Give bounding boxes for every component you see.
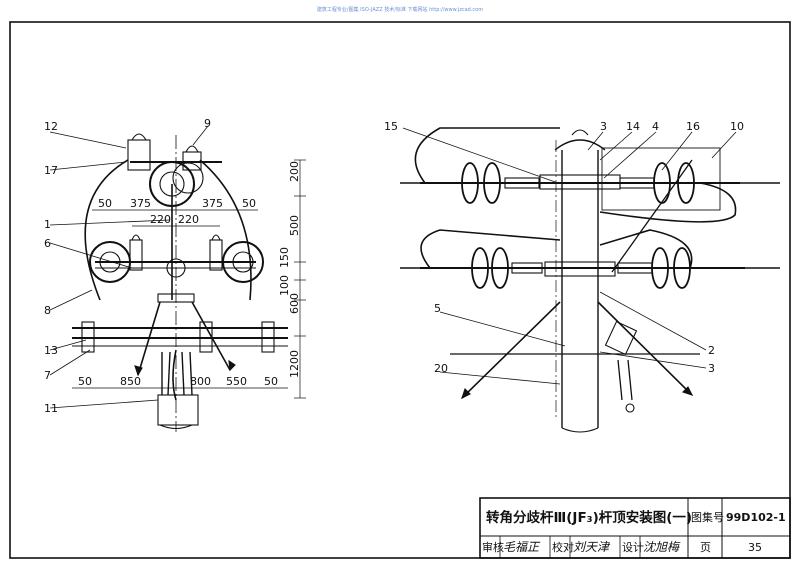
dim-600: 600	[288, 293, 301, 314]
callout-3-top: 3	[600, 120, 607, 133]
watermark-text: 建筑工程专业/图集 ISO-JAZZ 技术/标准 下载网站 http://www…	[317, 6, 483, 13]
left-elevation-view	[49, 125, 306, 432]
callout-13: 13	[44, 344, 58, 357]
callout-20: 20	[434, 362, 448, 375]
callout-10: 10	[730, 120, 744, 133]
dim-50-c: 50	[78, 375, 92, 388]
dim-850: 850	[120, 375, 141, 388]
check-signature: 刘天津	[573, 540, 611, 554]
callout-2: 2	[708, 344, 715, 357]
dim-50-a: 50	[98, 197, 112, 210]
callout-7: 7	[44, 369, 51, 382]
callout-4: 4	[652, 120, 659, 133]
dim-1200: 1200	[288, 350, 301, 378]
callout-16: 16	[686, 120, 700, 133]
design-label: 设计	[622, 541, 644, 554]
design-signature: 沈旭梅	[643, 540, 681, 554]
right-elevation-view	[400, 127, 780, 433]
callout-5: 5	[434, 302, 441, 315]
dim-50-b: 50	[242, 197, 256, 210]
dim-375-b: 375	[202, 197, 223, 210]
callout-9: 9	[204, 117, 211, 130]
drawing-title: 转角分歧杆Ⅲ(JF₃)杆顶安装图(一)	[486, 509, 692, 526]
page-label: 页	[700, 541, 711, 554]
callout-6: 6	[44, 237, 51, 250]
callout-15: 15	[384, 120, 398, 133]
callout-1: 1	[44, 218, 51, 231]
title-block-text: 转角分歧杆Ⅲ(JF₃)杆顶安装图(一) 图集号 99D102-1 审核 毛福正 …	[482, 509, 786, 554]
dim-100: 100	[278, 275, 291, 296]
atlas-label: 图集号	[691, 510, 724, 524]
atlas-number: 99D102-1	[726, 511, 786, 524]
left-callouts: 12 17 1 6 8 13 7 11 9	[44, 117, 211, 415]
dim-220-a: 220	[150, 213, 171, 226]
dim-500: 500	[288, 215, 301, 236]
dim-200: 200	[288, 161, 301, 182]
callout-3-side: 3	[708, 362, 715, 375]
dim-800: 800	[190, 375, 211, 388]
title-block	[479, 497, 791, 559]
dim-550: 550	[226, 375, 247, 388]
sheet-border	[9, 21, 791, 559]
dim-220-b: 220	[178, 213, 199, 226]
callout-14: 14	[626, 120, 640, 133]
callout-17: 17	[44, 164, 58, 177]
review-label: 审核	[482, 540, 504, 554]
callout-8: 8	[44, 304, 51, 317]
check-label: 校对	[552, 540, 574, 554]
dim-150: 150	[278, 247, 291, 268]
review-signature: 毛福正	[503, 540, 541, 554]
dim-375-a: 375	[130, 197, 151, 210]
dim-50-d: 50	[264, 375, 278, 388]
right-callouts: 15 3 14 4 16 10 5 20 2 3	[384, 120, 744, 375]
left-dimensions: 50 375 375 50 220 220 50 850 800 550 50 …	[78, 161, 301, 388]
callout-12: 12	[44, 120, 58, 133]
callout-11: 11	[44, 402, 58, 415]
page-number: 35	[748, 541, 762, 554]
